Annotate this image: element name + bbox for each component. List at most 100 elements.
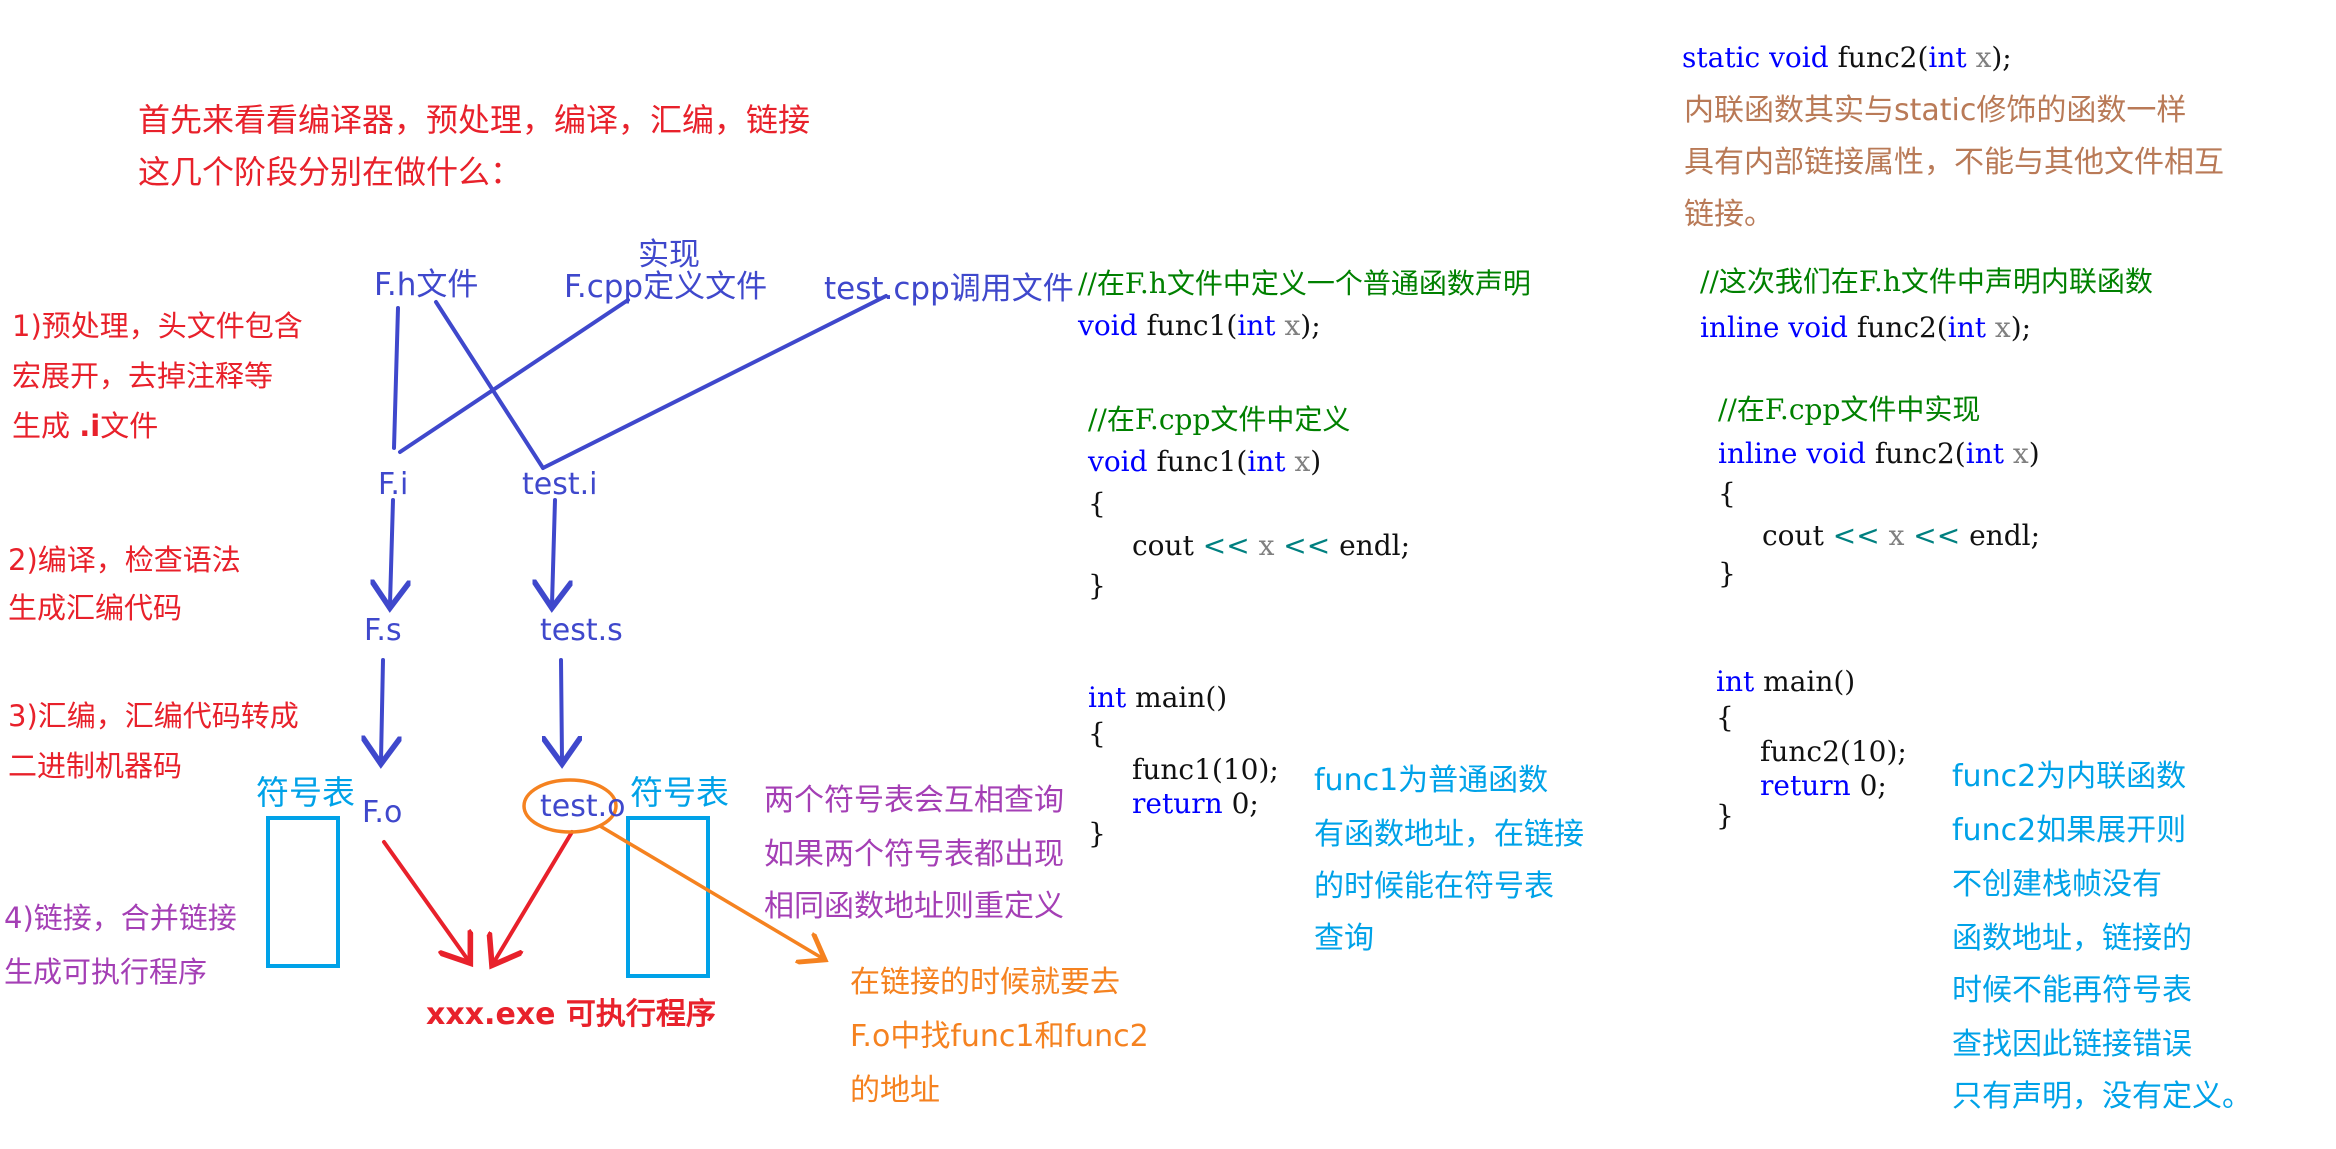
param-x: x (1994, 311, 2011, 344)
static-func-name: func2( (1828, 41, 1929, 74)
pipeline-arrows (381, 498, 562, 760)
kw-int: int (1716, 665, 1755, 698)
func1-note-4: 查询 (1314, 921, 1374, 956)
func1-note-2: 有函数地址，在链接 (1314, 817, 1584, 852)
stage-compile-2: 生成汇编代码 (8, 591, 183, 625)
static-note-3: 链接。 (1684, 197, 1774, 232)
kw-int: int (1247, 445, 1286, 478)
code2-def: inline void func2(int x) (1718, 440, 2040, 468)
link-note-3: 的地址 (850, 1073, 940, 1108)
code1-def-end: ) (1310, 445, 1322, 478)
testo-to-note-arrow (599, 824, 822, 958)
kw-int: int (1965, 437, 2004, 470)
code1-cout: cout << x << endl; (1132, 532, 1410, 560)
code1-decl-name: func1( (1137, 309, 1238, 342)
testi-to-tests-arrow (552, 498, 555, 604)
shl-operator: << (1832, 519, 1880, 552)
kw-void: void (1088, 445, 1148, 478)
node-f-s: F.s (364, 613, 402, 648)
code1-main-brace-close: } (1088, 817, 1106, 850)
code1-comment-h: //在F.h文件中定义一个普通函数声明 (1078, 267, 1531, 300)
code2-endl: endl; (1960, 519, 2041, 552)
node-test-s: test.s (540, 613, 623, 648)
symtab-left-label: 符号表 (256, 773, 355, 812)
stage-preprocess-3a: 生成 (12, 409, 80, 443)
code2-call: func2(10); (1760, 735, 1907, 768)
node-impl-label: 实现 (638, 237, 700, 273)
symtab-left-box (266, 816, 340, 968)
func2-note-3: 不创建栈帧没有 (1952, 867, 2162, 902)
symbol-note-1: 两个符号表会互相查询 (764, 783, 1064, 818)
stage-preprocess-2: 宏展开，去掉注释等 (12, 359, 274, 393)
func2-note-5: 时候不能再符号表 (1952, 973, 2192, 1008)
func2-note-4: 函数地址，链接的 (1952, 921, 2192, 956)
func1-note-3: 的时候能在符号表 (1314, 869, 1554, 904)
fs-to-fo-arrow (381, 658, 383, 760)
static-decl-end: ); (1991, 41, 2012, 74)
func2-note-7: 只有声明，没有定义。 (1952, 1079, 2252, 1114)
symtab-right-box (626, 816, 710, 978)
testo-highlight (522, 778, 618, 834)
symbol-note-3: 相同函数地址则重定义 (764, 889, 1064, 924)
code2-cout: cout << x << endl; (1762, 522, 2040, 550)
code1-endl: endl; (1330, 529, 1411, 562)
code1-brace-open: { (1088, 487, 1106, 520)
code2-main-name: main() (1754, 665, 1856, 698)
func1-note-1: func1为普通函数 (1314, 763, 1549, 798)
link-arrows (382, 830, 574, 962)
kw-int: int (1928, 41, 1967, 74)
node-test-cpp: test.cpp调用文件 (824, 271, 1074, 307)
kw-int: int (1237, 309, 1276, 342)
shl-operator: << (1202, 529, 1250, 562)
code1-brace-close: } (1088, 569, 1106, 602)
func2-note-1: func2为内联函数 (1952, 759, 2187, 794)
fo-to-exe-arrow (382, 840, 468, 960)
exe-label: xxx.exe 可执行程序 (426, 1000, 716, 1030)
kw-return: return (1132, 787, 1223, 820)
kw-inline: inline (1700, 311, 1780, 344)
node-test-i: test.i (522, 467, 598, 502)
stage-assemble-2: 二进制机器码 (8, 749, 183, 783)
code1-def: void func1(int x) (1088, 448, 1321, 476)
kw-int: int (1947, 311, 1986, 344)
code1-decl: void func1(int x); (1078, 312, 1321, 340)
code1-call: func1(10); (1132, 753, 1279, 786)
static-note-1: 内联函数其实与static修饰的函数一样 (1684, 93, 2187, 128)
include-lines (392, 294, 888, 470)
stage-preprocess-3c: 文件 (100, 409, 159, 443)
code2-comment-h: //这次我们在F.h文件中声明内联函数 (1700, 265, 2153, 298)
fi-to-fs-arrow (390, 498, 393, 604)
code1-decl-end: ); (1300, 309, 1321, 342)
stage-link-2: 生成可执行程序 (4, 955, 208, 989)
node-f-o: F.o (362, 795, 403, 830)
code2-main-brace-open: { (1716, 701, 1734, 734)
link-note-2: F.o中找func1和func2 (850, 1019, 1149, 1054)
kw-void: void (1769, 41, 1829, 74)
code2-def-end: ) (2028, 437, 2040, 470)
param-x: x (1975, 41, 1992, 74)
node-f-h: F.h文件 (374, 267, 479, 303)
kw-void: void (1806, 437, 1866, 470)
code1-cout-kw: cout (1132, 529, 1203, 562)
intro-line-1: 首先来看看编译器，预处理，编译，汇编，链接 (138, 101, 811, 139)
static-decl-line: static void func2(int x); (1682, 44, 2012, 72)
link-note-1: 在链接的时候就要去 (850, 965, 1120, 1000)
code1-return-val: 0; (1222, 787, 1259, 820)
code1-main: int main() (1088, 684, 1227, 712)
kw-inline: inline (1718, 437, 1798, 470)
node-f-i: F.i (378, 467, 409, 502)
code2-brace-close: } (1718, 557, 1736, 590)
func2-note-2: func2如果展开则 (1952, 813, 2187, 848)
stage-link-1: 4)链接，合并链接 (4, 901, 237, 935)
code1-main-brace-open: { (1088, 717, 1106, 750)
param-x: x (1284, 309, 1301, 342)
func2-note-6: 查找因此链接错误 (1952, 1027, 2192, 1062)
code2-main: int main() (1716, 668, 1855, 696)
param-x: x (1258, 529, 1275, 562)
code1-comment-cpp: //在F.cpp文件中定义 (1088, 403, 1351, 436)
node-f-cpp: F.cpp定义文件 (564, 269, 768, 305)
kw-static: static (1682, 41, 1761, 74)
code1-return: return 0; (1132, 790, 1259, 818)
code2-cout-kw: cout (1762, 519, 1833, 552)
